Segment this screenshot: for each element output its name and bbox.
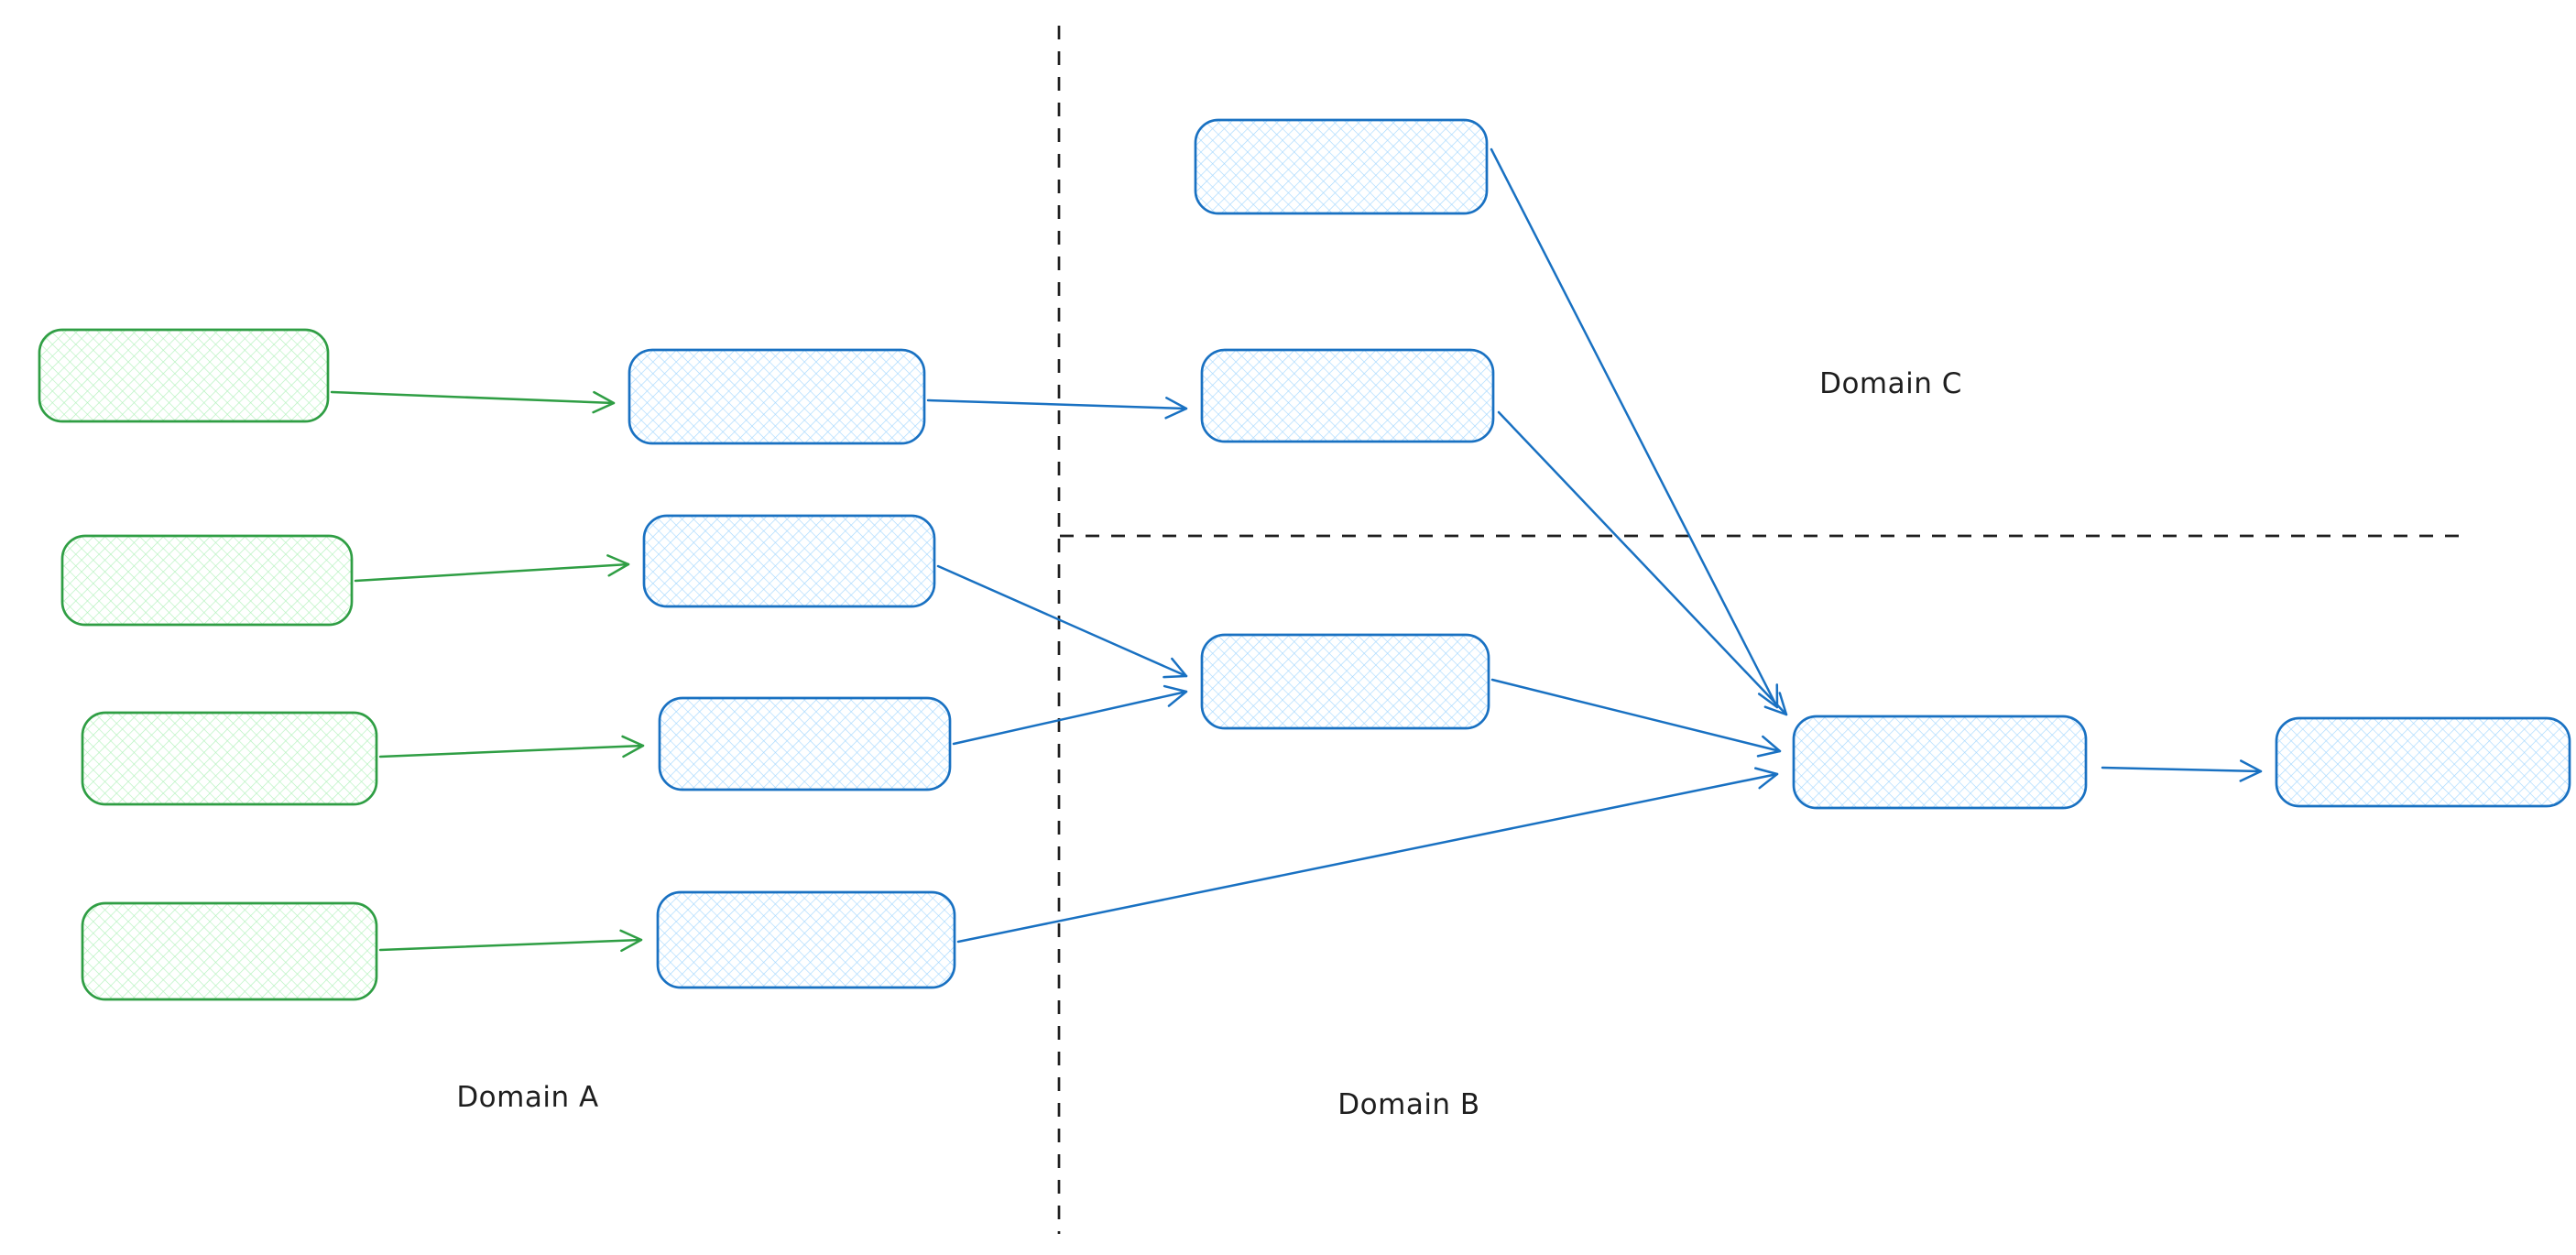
edge-a1-to-c2 (926, 397, 1188, 420)
edge-source1-to-a1 (330, 390, 616, 414)
edge-c2-to-hub (1497, 410, 1788, 716)
node-domain-a-node-3 (658, 696, 952, 791)
node-domain-c-node-1 (1194, 118, 1489, 215)
node-domain-a-node-4 (656, 890, 956, 989)
node-domain-a-source-3 (81, 711, 378, 806)
edge-c1-to-hub (1490, 147, 1779, 709)
domain-c-label: Domain C (1819, 367, 1962, 400)
domain-a-label: Domain A (456, 1081, 598, 1114)
node-domain-b-output (2275, 716, 2571, 808)
edge-source2-to-a2 (354, 554, 630, 583)
node-domain-c-node-2 (1200, 348, 1495, 443)
edge-hub-to-output (2101, 759, 2263, 782)
edge-a2-to-b1 (936, 564, 1188, 679)
edge-source4-to-a4 (378, 929, 643, 953)
node-domain-a-source-1 (38, 328, 330, 423)
node-domain-a-node-1 (628, 348, 926, 445)
edge-a3-to-b1 (952, 684, 1188, 746)
node-domain-a-source-2 (60, 534, 354, 627)
node-domain-b-node-1 (1200, 633, 1490, 730)
node-domain-b-hub (1792, 715, 2088, 810)
node-domain-a-node-2 (642, 514, 936, 608)
edge-source3-to-a3 (378, 735, 645, 758)
domain-b-label: Domain B (1337, 1088, 1479, 1121)
edge-b1-to-hub (1490, 678, 1782, 758)
edge-a4-to-hub (956, 767, 1779, 944)
node-domain-a-source-4 (81, 901, 378, 1001)
